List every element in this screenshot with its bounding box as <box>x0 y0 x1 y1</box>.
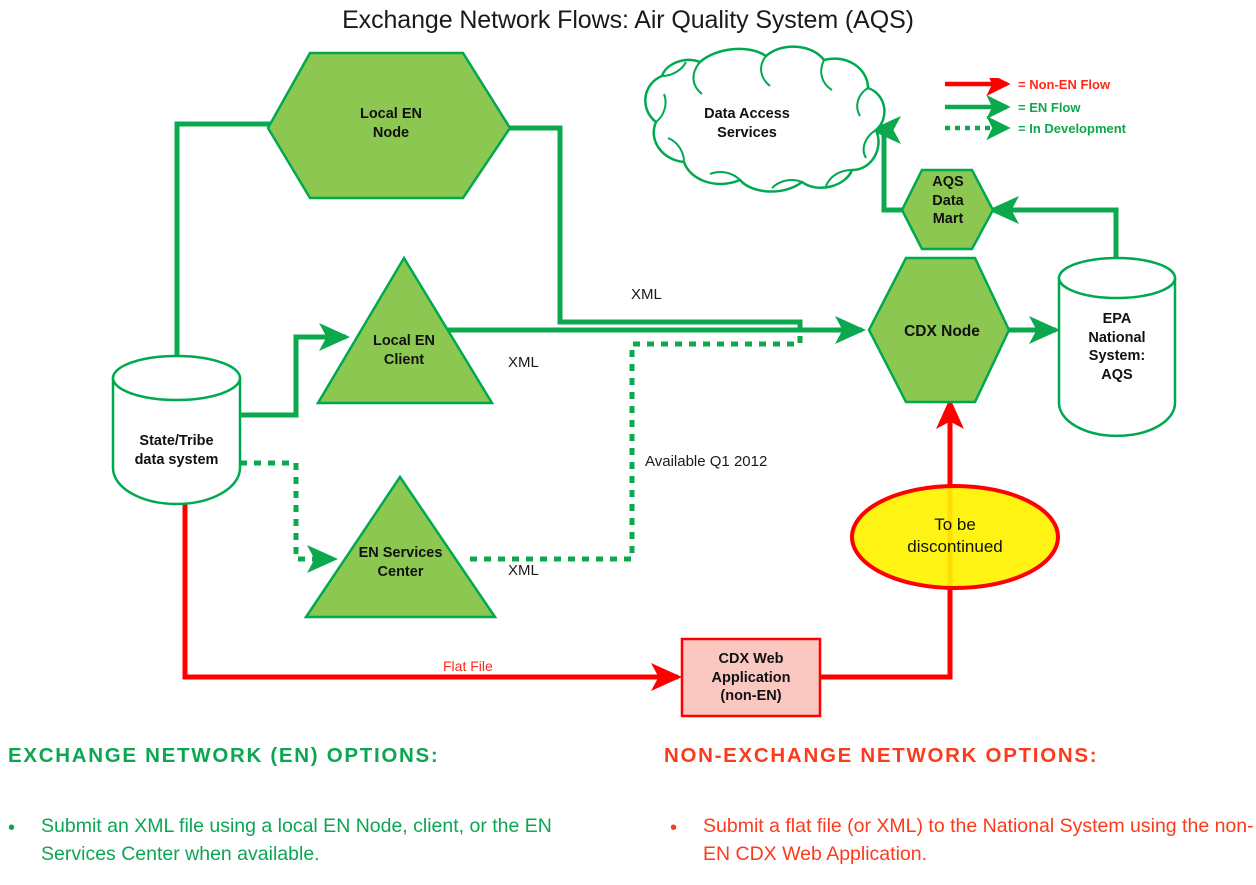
node-epa-national-system[interactable] <box>1057 256 1177 438</box>
flow-en-services-center-to-cdx <box>470 334 803 562</box>
flow-state-to-en-services-center <box>240 460 338 573</box>
flow-label-available-q1-2012: Available Q1 2012 <box>645 453 768 470</box>
section-heading-en-options: EXCHANGE NETWORK (EN) OPTIONS: <box>8 744 440 767</box>
section-heading-non-en-options: NON-EXCHANGE NETWORK OPTIONS: <box>664 744 1099 767</box>
flow-state-to-cdx-web-app <box>182 490 682 691</box>
en-bullet-dot: • <box>8 817 16 839</box>
en-bullet-text: Submit an XML file using a local EN Node… <box>41 815 552 866</box>
legend-label-non-en-flow: = Non-EN Flow <box>1018 77 1111 92</box>
flow-aqs-data-mart-to-data-access-services <box>870 116 906 213</box>
node-local-en-client[interactable] <box>315 255 495 405</box>
node-cdx-node[interactable] <box>867 256 1011 404</box>
node-cdx-web-application[interactable] <box>680 637 822 718</box>
node-en-services-center[interactable] <box>303 474 498 619</box>
en-bullet-row: • Submit an XML file using a local EN No… <box>8 812 624 869</box>
legend-arrows <box>945 78 1011 140</box>
flow-label-xml-top: XML <box>631 286 662 303</box>
node-local-en-node[interactable] <box>266 51 512 200</box>
flow-label-flat-file: Flat File <box>443 658 493 674</box>
legend-label-en-flow: = EN Flow <box>1018 100 1081 115</box>
node-state-tribe-data-system[interactable] <box>111 354 242 506</box>
legend-label-in-development: = In Development <box>1018 121 1126 136</box>
page-title: Exchange Network Flows: Air Quality Syst… <box>342 6 914 34</box>
flow-local-en-node-to-cdx <box>473 125 803 330</box>
node-to-be-discontinued[interactable] <box>850 484 1060 590</box>
flow-label-xml-middle: XML <box>508 354 539 371</box>
flow-state-to-local-en-node <box>174 109 310 378</box>
node-data-access-services[interactable] <box>644 45 886 193</box>
node-aqs-data-mart[interactable] <box>900 168 995 251</box>
non-en-bullet-text: Submit a flat file (or XML) to the Natio… <box>703 815 1254 866</box>
non-en-bullet-dot: • <box>670 817 678 839</box>
flow-state-to-local-en-client <box>240 322 350 418</box>
flow-epa-to-aqs-data-mart <box>988 196 1119 258</box>
flow-label-xml-bottom: XML <box>508 562 539 579</box>
non-en-bullet-row: • Submit a flat file (or XML) to the Nat… <box>670 812 1256 869</box>
